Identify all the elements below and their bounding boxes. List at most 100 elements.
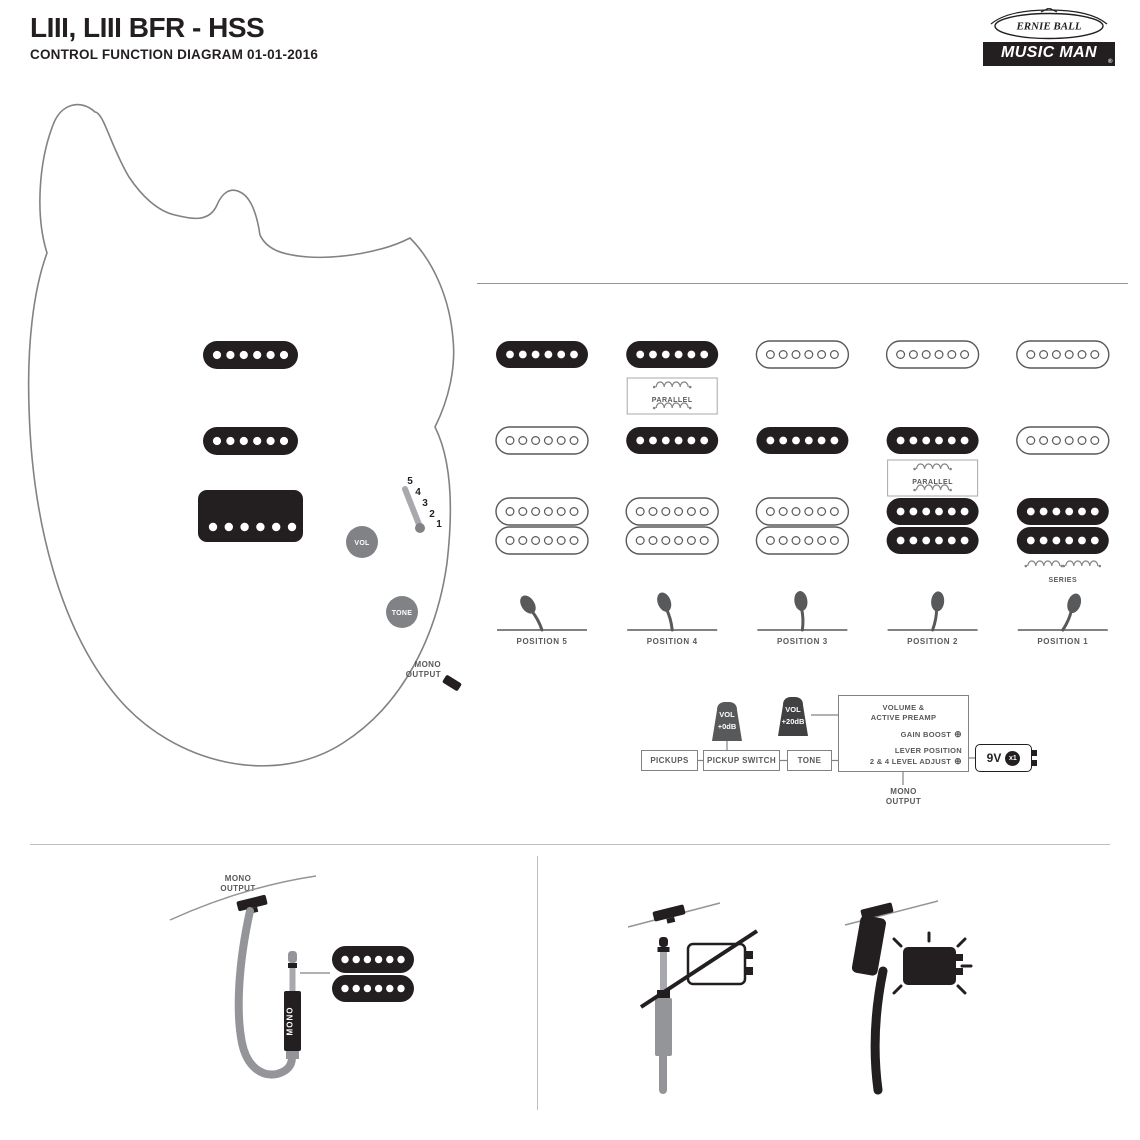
svg-text:+20dB: +20dB [782,717,805,726]
music-man-bar: MUSIC MAN ® [983,42,1115,66]
output-jack [442,675,462,691]
preamp-title-line1: VOLUME & [882,703,925,712]
lever-icon [794,591,808,632]
pickup-selector-switch: 5 4 3 2 1 [402,476,442,533]
position-label: POSITION 4 [647,637,698,646]
page-title: LIII, LIII BFR - HSS [30,12,265,43]
position-column-4: PARALLEL POSITION 4 [625,341,719,646]
svg-text:VOL: VOL [719,710,735,719]
eagle-wings-glyph [990,9,1108,25]
position-label: POSITION 2 [907,637,958,646]
pickup-selector-matrix: POSITION 5 PARALLEL POSITION 4 POSITION 3 PA… [477,283,1128,646]
lever-icon [931,591,945,632]
output-jack-icon [860,902,894,920]
ernie-ball-wordmark: ERNIE BALL [1015,21,1081,33]
tone-box: TONE [787,750,832,771]
mono-plug-label: MONO [286,1007,295,1036]
page-subtitle: CONTROL FUNCTION DIAGRAM 01-01-2016 [30,47,319,62]
instrument-cable [234,907,296,1079]
guitar-output-label-line2: OUTPUT [406,670,441,679]
gain-boost-label: GAIN BOOST [900,729,952,739]
disconnect-slash-icon [639,929,759,1009]
middle-pickup-pos-3 [756,427,849,454]
preamp-box: VOLUME & ACTIVE PREAMP GAIN BOOST ⊕ LEVE… [838,695,969,772]
spark-icon [956,937,967,948]
neck-pickup-pos-1 [1016,340,1110,369]
humbucker-pickup-icon [332,946,414,1002]
battery-voltage: 9V [986,751,1002,765]
series-label: SERIES [1048,577,1077,584]
signal-chain-output-label: MONO OUTPUT [885,787,922,807]
guitar-edge-line [169,875,317,921]
unplugged-plug-icon [655,937,672,1094]
level-adjust-label: 2 & 4 LEVEL ADJUST [869,756,952,766]
neck-pickup-pos-2 [885,340,980,369]
lever-icon [1061,593,1082,632]
tone-knob: TONE [386,596,418,628]
signal-chain-art: VOL +0dB VOL +20dB [698,697,975,785]
battery-terminal [1032,760,1037,766]
spark-icon [956,984,967,995]
parallel-label: PARALLEL [912,479,953,486]
middle-pickup [203,427,298,455]
position-column-1: SERIES POSITION 1 [1016,340,1110,646]
bridge-pickup-pos-4 [625,497,719,555]
vol-0db-knob: VOL +0dB [712,702,742,741]
spark-icon [892,984,903,995]
adjust-screw-icon: ⊕ [954,755,962,766]
registered-mark: ® [1108,59,1113,65]
adjust-screw-icon: ⊕ [954,728,962,739]
svg-text:+0dB: +0dB [718,722,737,731]
switch-number-2: 2 [429,509,435,520]
svg-text:VOL: VOL [785,705,801,714]
battery-count-badge: x1 [1005,750,1021,766]
bridge-pickup-pos-1 [1016,498,1109,554]
music-man-wordmark: MUSIC MAN [1000,44,1098,61]
neck-pickup-pos-3 [755,340,850,369]
guitar-output-label-line1: MONO [415,660,442,669]
position-label: POSITION 3 [777,637,828,646]
output-jack-icon [652,904,686,924]
battery-9v-icon: 9V x1 [975,744,1037,772]
position-label: POSITION 5 [517,637,568,646]
middle-pickup-pos-1 [1016,426,1110,455]
volume-knob: VOL [346,526,378,558]
preamp-title-line2: ACTIVE PREAMP [870,712,937,722]
spark-icon [892,937,903,948]
switch-number-1: 1 [436,519,442,530]
mono-plug-icon: MONO [284,951,301,1059]
position-column-2: PARALLEL POSITION 2 [885,340,980,646]
svg-text:VOL: VOL [354,540,370,547]
position-column-5: POSITION 5 [495,341,589,646]
bridge-pickup-pos-5 [495,497,589,555]
vol-20db-knob: VOL +20dB [778,697,808,736]
horizontal-divider [30,844,1110,845]
middle-pickup-pos-2 [886,427,979,454]
plugged-cable-icon [851,915,888,1095]
neck-pickup-pos-4 [626,341,719,368]
eagle-head-glyph [1040,8,1058,13]
parallel-label: PARALLEL [652,397,693,404]
bridge-pickup-pos-2 [886,498,979,554]
footer-output-label-line1: MONO [225,874,252,883]
guitar-body-diagram: 5 4 3 2 1 VOL TONE MONO OUTPUT [27,103,462,767]
position-column-3: POSITION 3 [755,340,850,646]
footer-illustrations: MONO OUTPUT MONO [169,874,973,1095]
neck-pickup-pos-5 [496,341,588,368]
ernie-ball-music-man-logo: ERNIE BALL MUSIC MAN ® [983,8,1115,66]
bridge-humbucker [198,490,303,542]
lever-icon [520,595,544,632]
ernie-ball-logo: ERNIE BALL [990,8,1108,40]
battery-terminal [1032,750,1037,756]
neck-pickup [203,341,298,369]
switch-number-4: 4 [415,487,421,498]
middle-pickup-pos-4 [626,427,719,454]
position-label: POSITION 1 [1037,637,1088,646]
lever-icon [657,592,674,632]
vertical-divider [537,856,538,1110]
battery-draining-icon [892,931,973,995]
switch-number-3: 3 [422,498,428,509]
series-note: SERIES [1024,560,1102,584]
signal-chain-diagram: VOL +0dB VOL +20dB PICKUPS PICKUP SWITCH… [600,690,1140,815]
